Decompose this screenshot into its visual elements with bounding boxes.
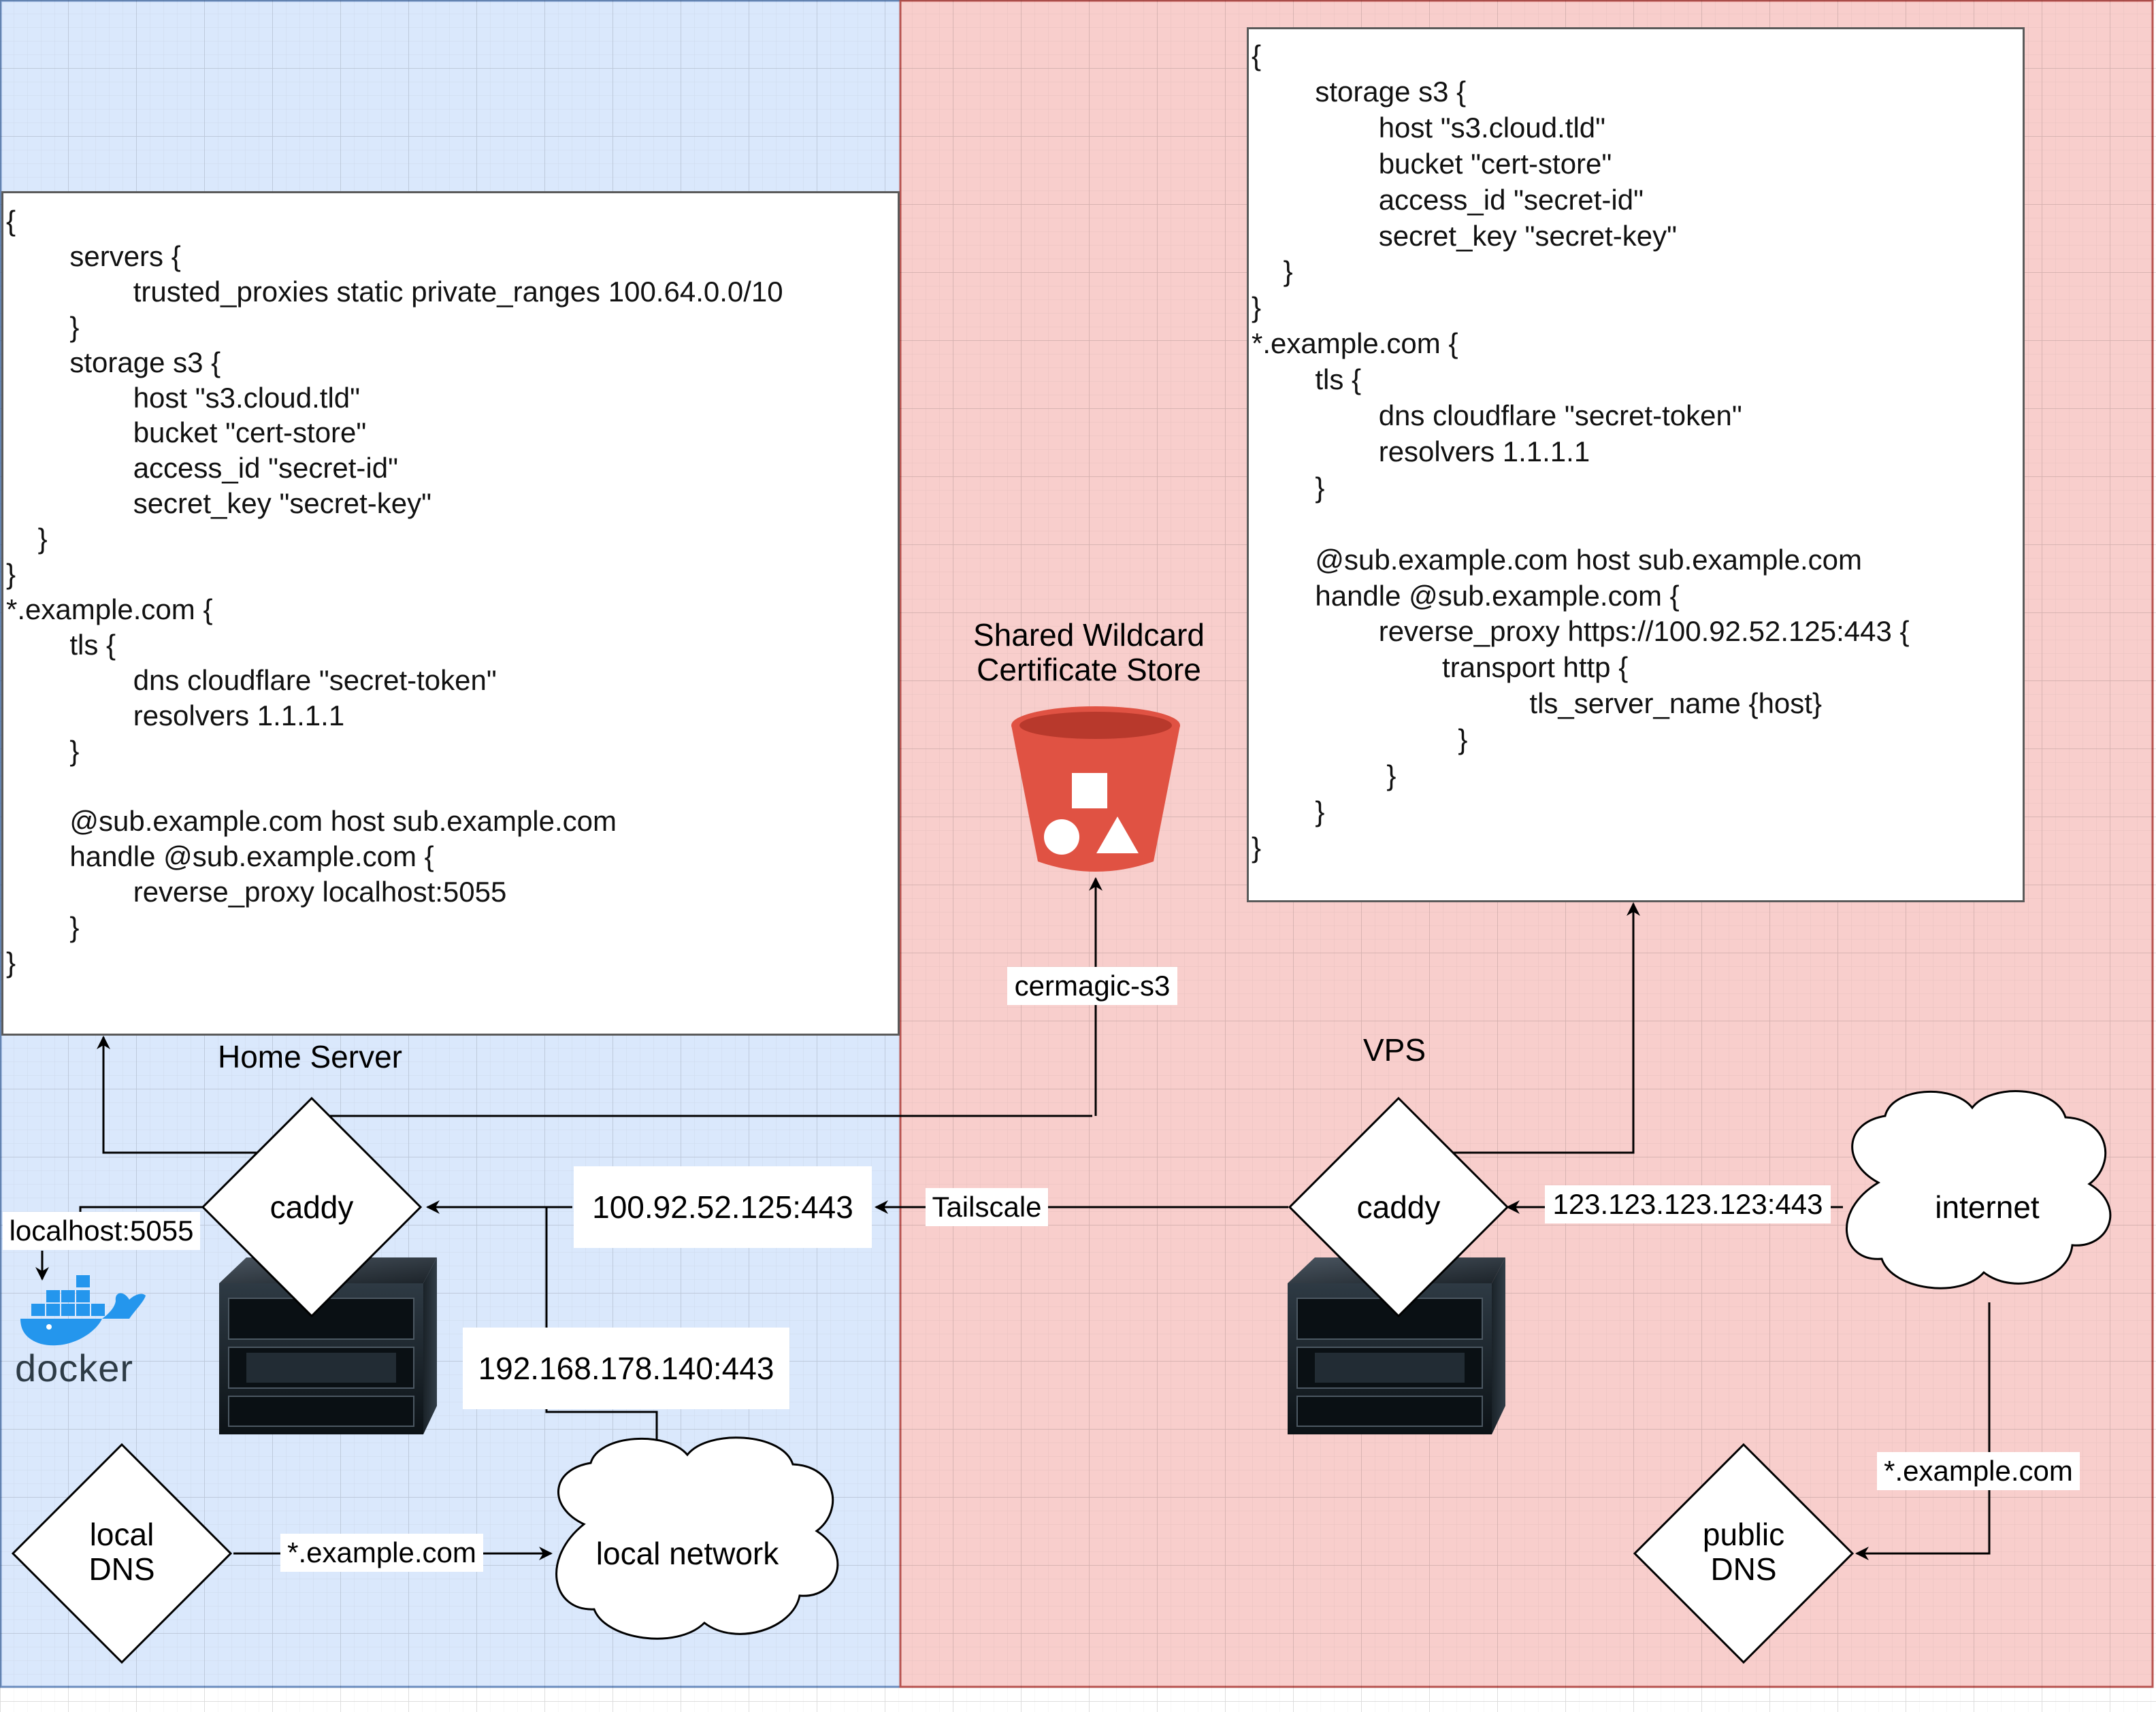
home-config-line: servers { [6,240,181,272]
home-config-line: tls { [6,628,116,661]
home-config-line: storage s3 { [6,346,221,378]
vps-config-line: @sub.example.com host sub.example.com [1252,543,1863,576]
home-config-line: reverse_proxy localhost:5055 [6,876,507,908]
home-config-line: handle @sub.example.com { [6,840,434,873]
edge-label-localhost: localhost:5055 [3,1212,200,1250]
internet-label: internet [1935,1189,2040,1225]
vps-config-line: } [1252,831,1262,863]
vps-config-line: resolvers 1.1.1.1 [1252,435,1590,467]
home-config-line: *.example.com { [6,593,213,625]
vps-config-line: } [1252,759,1396,791]
edge-label-public-ip: 123.123.123.123:443 [1545,1185,1831,1223]
home-config-line: } [6,946,16,978]
home-config-line: } [6,558,16,590]
home-config-line: } [6,310,80,343]
store-title-line2: Certificate Store [977,651,1201,687]
edge-label-tailscale: Tailscale [926,1188,1048,1226]
edge-label-cermagic: cermagic-s3 [1007,967,1177,1005]
public-dns-line1: public [1702,1517,1785,1552]
public-dns-line2: DNS [1710,1551,1777,1587]
home-config-line: access_id "secret-id" [6,452,399,484]
vps-config-line: access_id "secret-id" [1252,183,1644,216]
home-config-line: secret_key "secret-key" [6,487,431,520]
local-dns-line2: DNS [88,1551,155,1587]
home-caddy-label: caddy [270,1189,354,1225]
vps-config-line: secret_key "secret-key" [1252,219,1677,252]
store-title-line1: Shared Wildcard [973,617,1205,653]
vps-config-line: host "s3.cloud.tld" [1252,111,1606,144]
vps-config-line: } [1252,291,1262,324]
vps-config-line: } [1252,471,1325,504]
vps-config-line: storage s3 { [1252,75,1467,108]
home-caddyfile-box: { servers { trusted_proxies static priva… [1,191,900,1036]
home-config-line: } [6,911,80,943]
local-dns-label: local DNS [54,1517,190,1586]
edge-label-public-wildcard: *.example.com [1877,1452,2080,1490]
home-server-label: Home Server [218,1039,402,1074]
home-config-line: } [6,734,80,767]
vps-config-line: handle @sub.example.com { [1252,579,1680,612]
vps-config-line: } [1252,723,1468,756]
home-config-line: resolvers 1.1.1.1 [6,699,345,731]
vps-config-line: } [1252,255,1293,288]
edge-label-lan-ip: 192.168.178.140:443 [463,1328,789,1409]
vps-caddyfile-box: { storage s3 { host "s3.cloud.tld" bucke… [1247,27,2025,902]
vps-config-line: tls { [1252,363,1362,396]
home-config-line: { [6,205,16,237]
vps-label: VPS [1363,1032,1426,1068]
edge-label-tailscale-ip: 100.92.52.125:443 [574,1166,872,1248]
vps-config-line: transport http { [1252,651,1629,684]
vps-config-line: { [1252,39,1262,71]
vps-config-line: bucket "cert-store" [1252,147,1612,180]
home-config-line: trusted_proxies static private_ranges 10… [6,275,783,308]
home-config-line: host "s3.cloud.tld" [6,381,361,414]
home-config-line: @sub.example.com host sub.example.com [6,805,617,838]
vps-config-line: } [1252,795,1325,827]
vps-config-line: tls_server_name {host} [1252,687,1822,720]
home-config-line: bucket "cert-store" [6,416,367,449]
home-config-line: } [6,523,48,555]
store-title: Shared Wildcard Certificate Store [932,618,1245,687]
docker-wordmark: docker [15,1347,134,1389]
local-network-label: local network [595,1536,779,1571]
vps-config-line: dns cloudflare "secret-token" [1252,399,1742,431]
local-dns-line1: local [89,1517,154,1552]
public-dns-label: public DNS [1676,1517,1812,1586]
vps-caddy-label: caddy [1356,1189,1441,1225]
vps-config-line: reverse_proxy https://100.92.52.125:443 … [1252,615,1910,648]
vps-config-line: *.example.com { [1252,327,1458,360]
edge-label-local-wildcard: *.example.com [280,1534,483,1572]
home-config-line: dns cloudflare "secret-token" [6,663,497,696]
